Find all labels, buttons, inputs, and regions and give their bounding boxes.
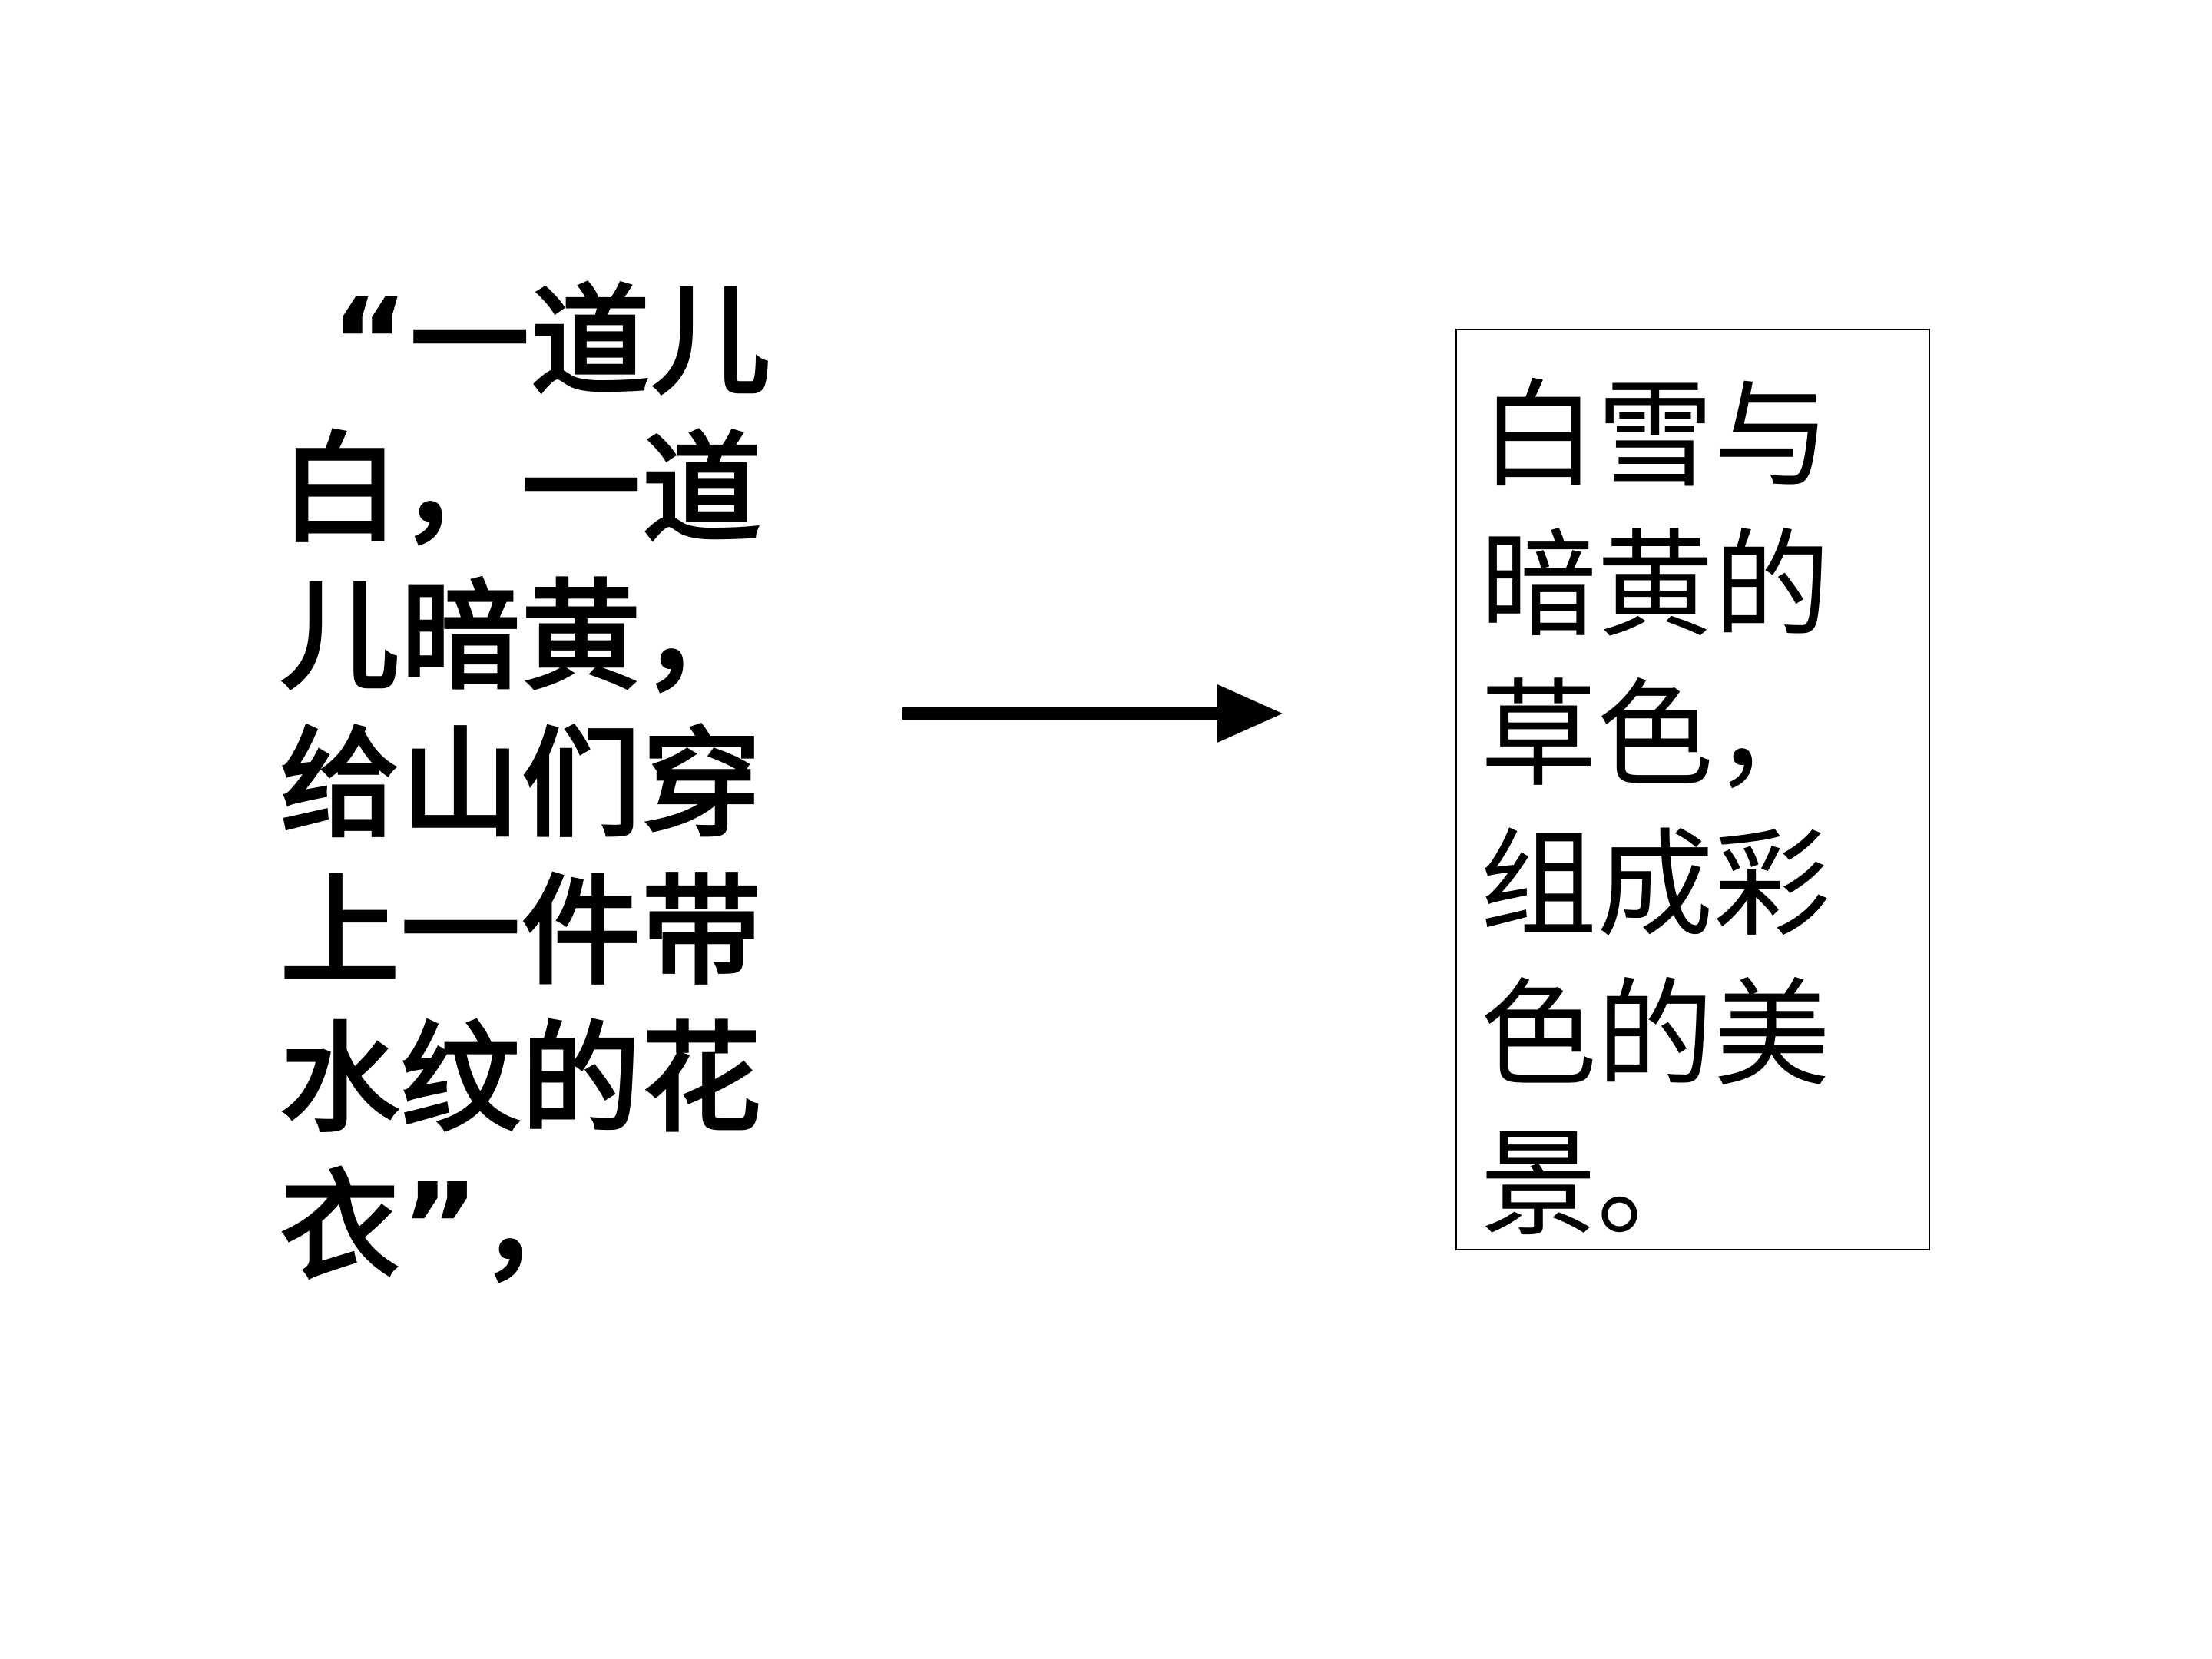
explanation-box: 白雪与 暗黄的 草色， 组成彩 色的美 景。 [1455,329,1930,1253]
explanation-text: 白雪与 暗黄的 草色， 组成彩 色的美 景。 [1480,361,1910,1260]
explanation-line: 暗黄的 [1480,518,1830,654]
quote-line: 衣”， [280,1157,601,1296]
explanation-line: 组成彩 [1480,817,1830,953]
quote-line: 白，一道 [280,420,763,559]
explanation-line: 白雪与 [1480,368,1830,504]
quote-line: 水纹的花 [280,1010,763,1149]
quote-text-block: “一道儿 白，一道 儿暗黄， 给山们穿 上一件带 水纹的花 衣”， [280,269,787,1301]
arrow-head [1217,684,1283,743]
right-arrow-icon [902,684,1283,743]
arrow-shaft [902,707,1225,720]
quote-line: 给山们穿 [280,715,763,854]
quote-line: 儿暗黄， [280,568,763,707]
explanation-line: 景。 [1480,1117,1714,1253]
explanation-line: 色的美 [1480,967,1830,1103]
quote-line: “一道儿 [330,273,772,412]
explanation-line: 草色， [1480,667,1830,803]
quote-line: 上一件带 [280,863,763,1002]
